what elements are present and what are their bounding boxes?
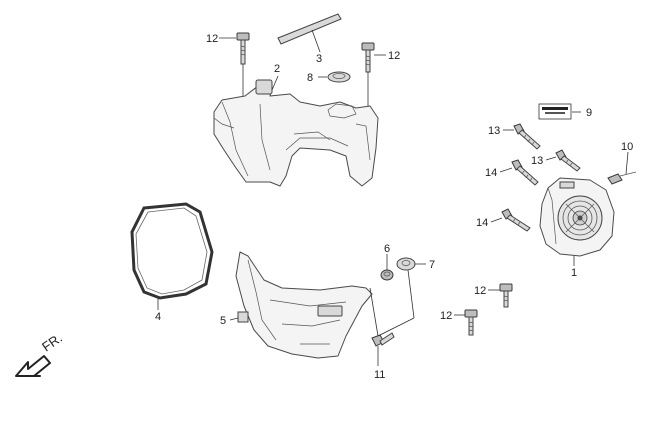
callout-12-top-right: 12: [388, 50, 400, 62]
callout-4: 4: [155, 311, 161, 323]
callout-14-a: 14: [485, 167, 497, 179]
part-13-bolt-a: [503, 123, 541, 150]
part-4-gasket: [130, 202, 214, 310]
part-13-bolt-b: [545, 149, 581, 172]
callout-12-bottom: 12: [440, 310, 452, 322]
part-1-fan-housing: [539, 177, 615, 266]
part-11-bolt: [369, 269, 415, 366]
part-10-connector: [607, 151, 637, 185]
callout-13-a: 13: [488, 125, 500, 137]
callout-6: 6: [384, 243, 390, 255]
callout-9: 9: [586, 107, 592, 119]
part-12-bolt-mid: [488, 283, 513, 308]
part-7-grommet: [396, 257, 426, 271]
direction-label: FR.: [39, 330, 65, 354]
callout-8: 8: [307, 72, 313, 84]
callout-3: 3: [316, 53, 322, 65]
part-5-lower-cover: [229, 251, 373, 359]
part-14-bolt-b: [490, 208, 531, 232]
callout-13-b: 13: [531, 155, 543, 167]
callout-14-b: 14: [476, 217, 488, 229]
part-6-collar: [380, 254, 394, 281]
part-12-bolt-bottom: [454, 309, 478, 336]
callout-7: 7: [429, 259, 435, 271]
part-14-bolt-a: [499, 159, 539, 186]
callout-10: 10: [621, 141, 633, 153]
front-direction-arrow: FR.: [15, 330, 65, 377]
part-12-bolt-top-right: [361, 42, 386, 108]
part-12-bolt-top-left: [219, 32, 250, 100]
part-3-strip: [277, 13, 342, 53]
callout-11: 11: [374, 369, 385, 381]
part-2-upper-housing: [213, 75, 379, 187]
callout-5: 5: [220, 315, 226, 327]
part-8-grommet: [318, 71, 351, 83]
part-9-label: [538, 103, 581, 120]
callout-2: 2: [274, 63, 280, 75]
callout-12-top-left: 12: [206, 33, 218, 45]
callout-1: 1: [571, 267, 577, 279]
callout-12-mid: 12: [474, 285, 486, 297]
